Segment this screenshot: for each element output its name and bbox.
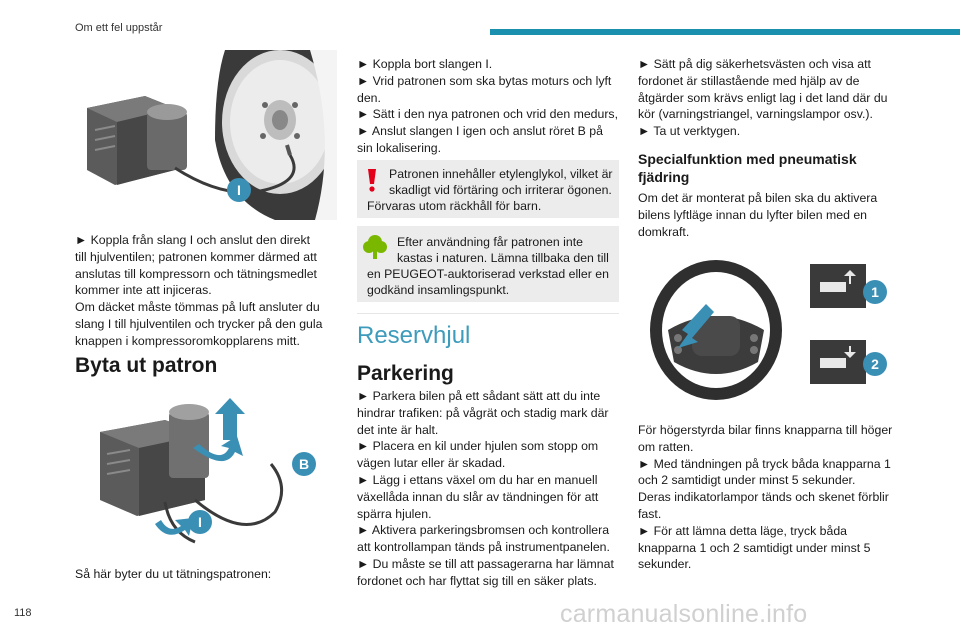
warning-line: Förvaras utom räckhåll för barn. (367, 199, 542, 213)
page-number: 118 (14, 607, 32, 619)
warning-line: skadligt vid förtäring och irriterar ögo… (389, 183, 612, 197)
text-line: ► Placera en kil under hjulen som stopp … (357, 439, 599, 454)
text-line: ► Koppla bort slangen I. (357, 57, 493, 71)
text-line: Om det är monterat på bilen ska du aktiv… (638, 191, 878, 205)
text-line: kommer inte att injiceras. (75, 283, 212, 298)
text-line: knappen i kompressoromkopplarens mitt. (75, 333, 300, 348)
exclamation-icon (368, 169, 376, 192)
heading-parkering: Parkering (357, 362, 454, 385)
text-line: För högerstyrda bilar finns knapparna ti… (638, 423, 893, 437)
text-line: anslutas till kompressorn och tätningsme… (75, 266, 317, 281)
text-line: och 2 samtidigt under minst 5 sekunder. (638, 473, 856, 488)
text-line: domkraft. (638, 224, 690, 239)
eco-line: en PEUGEOT-auktoriserad verkstad eller e… (367, 267, 609, 281)
callout-B: B (292, 452, 316, 476)
chapter-title-reservhjul: Reservhjul (357, 322, 471, 349)
text-line: fast. (638, 506, 662, 521)
warning-line: Patronen innehåller etylenglykol, vilket… (389, 167, 613, 181)
text-line: till hjulventilen; patronen kommer därme… (75, 249, 317, 264)
badge-2: 2 (863, 352, 887, 376)
environment-note: Efter användning får patronen inte kasta… (357, 226, 619, 302)
text-line: om ratten. (638, 439, 694, 454)
text-line: spärra hjulen. (357, 506, 432, 521)
text-line: ► Sätt i den nya patronen och vrid den m… (357, 107, 618, 122)
heading-byta-ut-patron: Byta ut patron (75, 354, 218, 377)
text-line: vägen lutar eller är skadad. (357, 456, 506, 471)
cartridge-replacement-illustration: B I (75, 392, 337, 552)
callout-I: I (227, 178, 251, 202)
text-line: den. (357, 90, 381, 105)
text-line: åtgärder som krävs enligt lag i det land… (638, 90, 888, 105)
text-line: kör (varningstriangel, varningslampor os… (638, 107, 873, 122)
text-line: bilens lyftläge innan du lyfter bilen me… (638, 207, 867, 222)
disconnect-instructions: ► Koppla från slang I och anslut den dir… (75, 232, 337, 350)
compressor-wheel-illustration: I (75, 50, 338, 220)
replacement-steps: ► Koppla bort slangen I. ► Vrid patronen… (357, 56, 619, 157)
text-line: fordonet är stillastående med hjälp av d… (638, 73, 860, 88)
text-line: knapparna 1 och 2 samtidigt under minst … (638, 540, 871, 555)
text-line: ► Koppla från slang I och anslut den dir… (75, 233, 311, 247)
heading-line: Specialfunktion med pneumatisk (638, 151, 857, 167)
lift-mode-instructions: För högerstyrda bilar finns knapparna ti… (638, 422, 900, 573)
text-line: ► Du måste se till att passagerarna har … (357, 556, 614, 571)
text-line: ► För att lämna detta läge, tryck båda (638, 523, 848, 538)
text-line: ► Parkera bilen på ett sådant sätt att d… (357, 389, 601, 403)
eco-line: Efter användning får patronen inte (397, 235, 583, 249)
text-line: sekunder. (638, 557, 692, 572)
tree-icon (363, 235, 387, 259)
text-line: att kontrollampan tänds på instrumentpan… (357, 540, 610, 555)
caption-replace-cartridge: Så här byter du ut tätningspatronen: (75, 567, 272, 581)
section-divider (357, 313, 619, 314)
callout-I: I (188, 510, 212, 534)
badge-1: 1 (863, 280, 887, 304)
text-line: ► Aktivera parkeringsbromsen och kontrol… (357, 523, 610, 538)
safety-steps: ► Sätt på dig säkerhetsvästen och visa a… (638, 56, 900, 140)
text-line: ► Sätt på dig säkerhetsvästen och visa a… (638, 57, 871, 71)
text-line: fordonet och har flyttat sig till en säk… (357, 573, 597, 588)
eco-line: godkänd insamlingspunkt. (367, 283, 510, 297)
text-line: ► Ta ut verktygen. (638, 124, 741, 139)
heading-line: fjädring (638, 169, 690, 185)
text-line: ► Anslut slangen I igen och anslut röret… (357, 124, 603, 139)
heading-pneumatic-suspension: Specialfunktion med pneumatisk fjädring (638, 150, 900, 186)
lift-mode-intro: Om det är monterat på bilen ska du aktiv… (638, 190, 900, 240)
warning-note: Patronen innehåller etylenglykol, vilket… (357, 160, 619, 218)
text-line: Deras indikatorlampor tänds och skenet f… (638, 490, 889, 505)
text-line: slang I till hjulventilen och trycker på… (75, 316, 323, 331)
eco-line: kastas i naturen. Lämna tillbaka den til… (397, 251, 609, 265)
steering-wheel-illustration: 1 2 (648, 252, 898, 402)
text-line: hindrar trafiken: på vågrät och stadig m… (357, 405, 609, 420)
text-line: ► Med tändningen på tryck båda knapparna… (638, 456, 891, 471)
text-line: det inte är halt. (357, 422, 439, 437)
header-accent-bar (490, 29, 960, 35)
running-header: Om ett fel uppstår (75, 22, 163, 34)
parking-instructions: ► Parkera bilen på ett sådant sätt att d… (357, 388, 619, 590)
text-line: växellåda innan du slår av tändningen fö… (357, 489, 599, 504)
text-line: ► Vrid patronen som ska bytas moturs och… (357, 73, 612, 88)
text-line: Om däcket måste tömmas på luft ansluter … (75, 300, 320, 315)
text-line: sin lokalisering. (357, 140, 442, 155)
text-line: ► Lägg i ettans växel om du har en manue… (357, 472, 598, 487)
watermark: carmanualsonline.info (560, 600, 808, 628)
